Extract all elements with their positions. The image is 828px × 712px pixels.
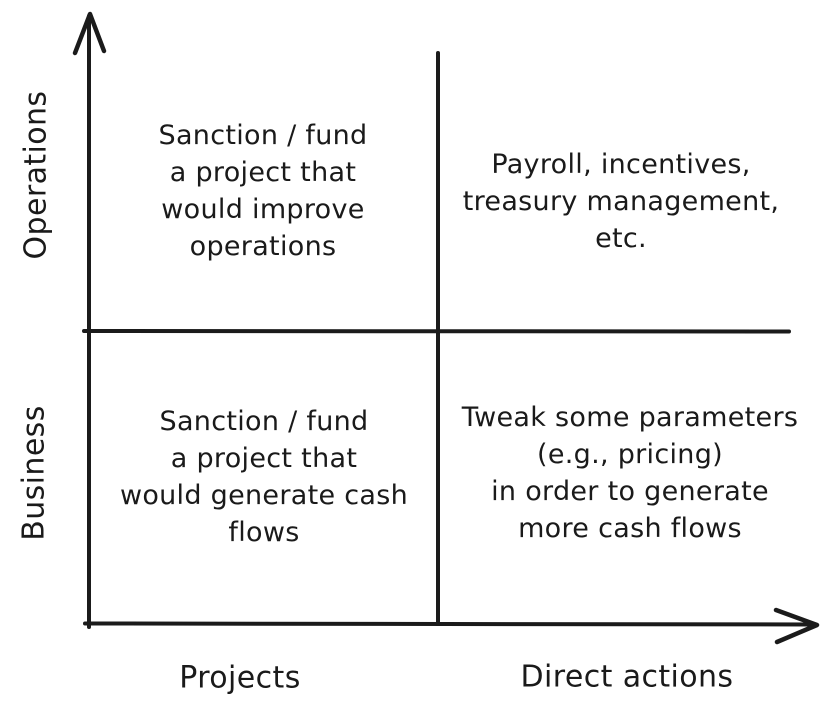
x-axis-arrowhead-icon <box>773 607 820 645</box>
y-axis-label-operations: Operations <box>18 90 54 260</box>
quadrant-bottom-right-text: Tweak some parameters (e.g., pricing) in… <box>461 402 799 544</box>
y-axis-label-business: Business <box>16 405 52 541</box>
y-axis-arrowhead-icon <box>72 11 107 56</box>
x-axis-line <box>83 621 816 627</box>
x-axis-label-projects: Projects <box>179 660 301 696</box>
quadrant-top-right-text: Payroll, incentives, treasury management… <box>462 149 780 254</box>
quadrant-top-left-text: Sanction / fund a project that would imp… <box>158 120 368 262</box>
x-axis-label-direct-actions: Direct actions <box>520 659 734 695</box>
horizontal-divider-line <box>82 329 791 334</box>
quadrant-bottom-left-text: Sanction / fund a project that would gen… <box>119 406 409 548</box>
